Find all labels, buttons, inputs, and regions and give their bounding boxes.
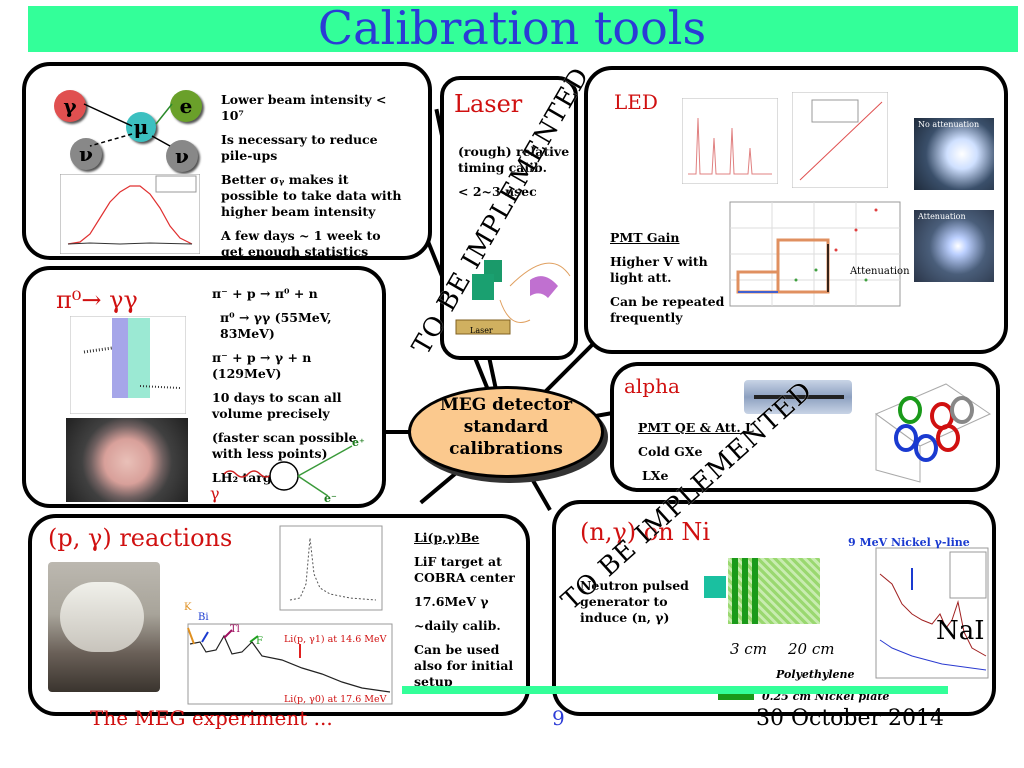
title-bar [28,6,1018,52]
electron-label: e⁻ [324,492,337,505]
positron-label: e⁺ [352,436,365,449]
electron-particle: e [170,90,202,122]
ngamma-line: Neutron pulsed generator to induce (n, γ… [580,578,689,625]
tl-label: Tl [230,624,240,635]
page-number: 9 [552,706,565,730]
slide-title: Calibration tools [317,1,707,55]
pi0-line: π⁻ + p → γ + n (129MeV) [212,350,312,381]
gamma-particle: γ [54,90,86,122]
pi0-text: π⁻ + p → π⁰ + n π⁰ → γγ (55MeV, 83MeV) π… [212,286,380,494]
laser-line: (rough) relative timing calib. [458,144,570,175]
led-line: Can be repeated frequently [610,294,725,325]
led-spectrum-plot [682,98,778,184]
laser-setup [455,260,571,335]
center-oval: MEG detector standard calibrations [408,386,604,478]
decay-arrows [83,103,173,147]
pi0-line: 10 days to scan all volume precisely [212,390,342,421]
led-linearity-plot [792,92,888,188]
laser-panel: Laser (rough) relative timing calib. < 2… [440,76,578,360]
li-gamma1-label: Li(p, γ1) at 14.6 MeV [284,634,387,645]
k-label: K [184,602,192,613]
laser-text: (rough) relative timing calib. < 2~3 nse… [458,144,578,208]
nickel-line-label: 9 MeV Nickel γ-line [848,536,970,549]
pi0-panel: π⁰→ γγ π⁻ + p → π⁰ + n π⁰ → γγ (55MeV, 8… [22,266,386,508]
pgamma-panel: (p, γ) reactions K Bi Tl F Li(p, γ1) at … [28,514,530,716]
footer-bar [402,686,948,694]
pi0-scan-plot [70,316,186,414]
polyethylene-label: Polyethylene [776,668,855,681]
alpha-line: LXe [642,468,669,483]
f-label: F [256,636,263,647]
pi0-line: π⁻ + p → π⁰ + n [212,286,318,301]
alpha-3d-plot [874,383,992,483]
nai-label: NaI [936,616,985,646]
alpha-title: alpha [624,374,680,398]
neutron-generator [704,576,726,598]
nai-spectrum-plot [875,547,989,679]
pgamma-line: LiF target at COBRA center [414,554,515,585]
pmt-gain-heading: PMT Gain [610,230,680,245]
center-line: MEG detector [439,395,573,415]
resonance-plot [279,525,383,611]
center-line: standard [463,417,549,437]
alpha-source-photo [744,380,852,414]
bi-label: Bi [198,612,209,623]
lh2-target-photo [66,418,188,502]
beam-text: Lower beam intensity < 10⁷ Is necessary … [221,92,403,268]
ngamma-panel: (n,γ) on Ni Neutron pulsed generator to … [552,500,996,716]
pi0-line: (faster scan possible with less points) [212,430,357,461]
beam-line: Lower beam intensity < 10⁷ [221,92,387,123]
ngamma-text: Neutron pulsed generator to induce (n, γ… [580,578,698,634]
led-panel: LED No attenuation Attenuation Attenuati… [584,66,1008,354]
laser-box-label: Laser [470,326,493,335]
alpha-line: PMT QE & Att. L [638,420,754,435]
muon-particle: μ [126,112,156,142]
target-diagram [223,445,353,497]
pgamma-line: ~daily calib. [414,618,501,633]
pgamma-title: (p, γ) reactions [48,524,233,552]
pgamma-text: Li(p,γ)Be LiF target at COBRA center 17.… [414,530,524,698]
beam-line: Is necessary to reduce pile-ups [221,132,378,163]
pi0-title: π⁰→ γγ [56,286,138,314]
energy-histogram [60,174,200,254]
led-title: LED [614,90,658,114]
beam-line: Better σᵧ makes it possible to take data… [221,172,402,219]
beam-panel: γ μ e ν ν Lower beam intensity < 10⁷ Is … [22,62,432,260]
neutrino-particle: ν [70,138,102,170]
pi0-line: LH₂ target [212,470,286,485]
alpha-line: Cold GXe [638,444,703,459]
li-gamma0-label: Li(p, γ0) at 17.6 MeV [284,694,387,705]
photo-label: Attenuation [918,212,966,221]
footer-date: 30 October 2014 [756,706,945,731]
alpha-panel: alpha PMT QE & Att. L Cold GXe LXe [610,362,1000,492]
polyethylene-block [728,558,820,624]
dim-20cm: 20 cm [788,640,835,658]
gamma-spectrum-plot [187,623,393,705]
gamma-label: γ [210,484,220,503]
attenuation-label: Attenuation [850,266,910,277]
led-text: PMT Gain Higher V with light att. Can be… [610,230,726,334]
pgamma-line: Li(p,γ)Be [414,530,480,545]
beam-line: A few days ~ 1 week to get enough statis… [221,228,381,259]
cockcroft-walton-photo [48,562,160,692]
led-line: Higher V with light att. [610,254,708,285]
pgamma-line: Can be used also for initial setup [414,642,514,689]
alpha-text: PMT QE & Att. L Cold GXe LXe [638,420,838,492]
ngamma-title: (n,γ) on Ni [580,518,710,546]
laser-title: Laser [454,90,523,118]
nickel-plate-swatch [718,694,754,700]
neutrino-particle: ν [166,140,198,172]
footer-experiment: The MEG experiment ... [90,706,333,730]
led-photo-attenuation: Attenuation [914,210,994,282]
pi0-line: π⁰ → γγ (55MeV, 83MeV) [220,310,332,341]
photo-label: No attenuation [918,120,980,129]
dim-3cm: 3 cm [730,640,767,658]
laser-line: < 2~3 nsec [458,184,537,199]
center-line: calibrations [449,439,563,459]
pgamma-line: 17.6MeV γ [414,594,489,609]
led-gain-plot [729,201,901,307]
led-photo-no-attenuation: No attenuation [914,118,994,190]
